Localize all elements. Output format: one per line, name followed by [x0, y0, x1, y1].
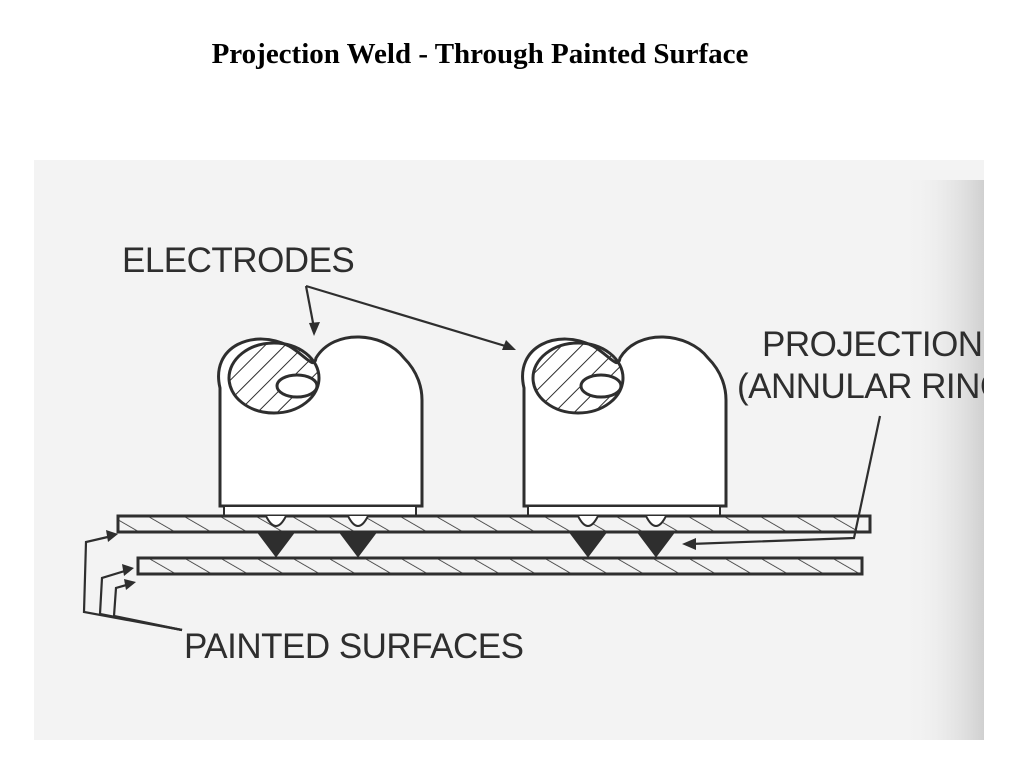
projection-dimples	[265, 515, 667, 527]
electrode-left	[217, 335, 424, 508]
painted-surfaces-arrowheads	[106, 530, 136, 590]
projection-weld-diagram: ELECTRODES PROJECTIONS (ANNULAR RING PAI…	[82, 180, 984, 740]
page-edge-shadow	[904, 180, 984, 740]
label-electrodes: ELECTRODES	[122, 241, 354, 280]
upper-sheet	[116, 514, 872, 534]
lower-sheet	[136, 556, 864, 576]
painted-surfaces-leaders	[82, 534, 183, 632]
projections-leader	[689, 415, 882, 546]
projections	[256, 531, 676, 558]
label-painted-surfaces: PAINTED SURFACES	[184, 627, 523, 666]
electrodes-leaders	[304, 284, 513, 350]
projections-arrowhead	[682, 538, 696, 550]
slide-title: Projection Weld - Through Painted Surfac…	[211, 38, 749, 70]
label-projections: PROJECTIONS	[762, 325, 984, 364]
electrodes-arrowheads	[309, 322, 516, 350]
label-annular-ring: (ANNULAR RING	[737, 367, 984, 406]
electrode-right	[521, 335, 728, 508]
diagram-scan: ELECTRODES PROJECTIONS (ANNULAR RING PAI…	[34, 160, 984, 740]
